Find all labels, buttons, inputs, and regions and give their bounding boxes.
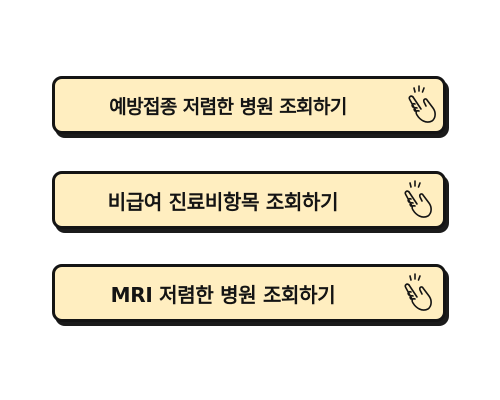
pointing-hand-icon [408, 85, 436, 123]
vaccination-hospital-lookup-button[interactable]: 예방접종 저렴한 병원 조회하기 [52, 76, 446, 134]
button-label: MRI 저렴한 병원 조회하기 [110, 282, 336, 307]
mri-hospital-lookup-button[interactable]: MRI 저렴한 병원 조회하기 [52, 264, 446, 322]
button-label: 예방접종 저렴한 병원 조회하기 [109, 95, 347, 118]
pointing-hand-icon [404, 273, 432, 311]
button-label: 비급여 진료비항목 조회하기 [107, 189, 339, 214]
non-covered-fee-lookup-button[interactable]: 비급여 진료비항목 조회하기 [52, 171, 446, 229]
pointing-hand-icon [404, 180, 432, 218]
